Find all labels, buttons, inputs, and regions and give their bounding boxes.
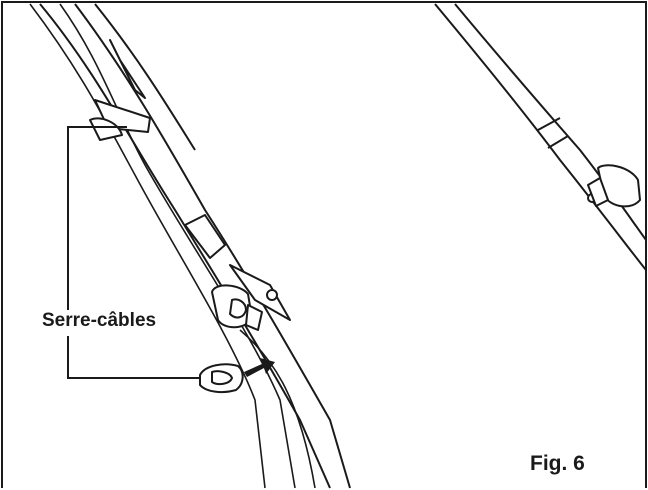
callout-bracket	[67, 126, 200, 379]
handle-knob-icon	[211, 284, 263, 331]
arrow-right-icon	[244, 358, 275, 377]
right-handle-knob	[587, 164, 641, 208]
middle-bracket	[184, 214, 291, 321]
left-handle-tube	[29, 3, 351, 489]
cable-tie-icon	[199, 363, 244, 394]
figure-number-label: Fig. 6	[530, 452, 585, 475]
upper-clamp	[89, 39, 151, 141]
right-handle-tube	[434, 3, 647, 271]
cable-ties-label: Serre-câbles	[40, 310, 159, 332]
